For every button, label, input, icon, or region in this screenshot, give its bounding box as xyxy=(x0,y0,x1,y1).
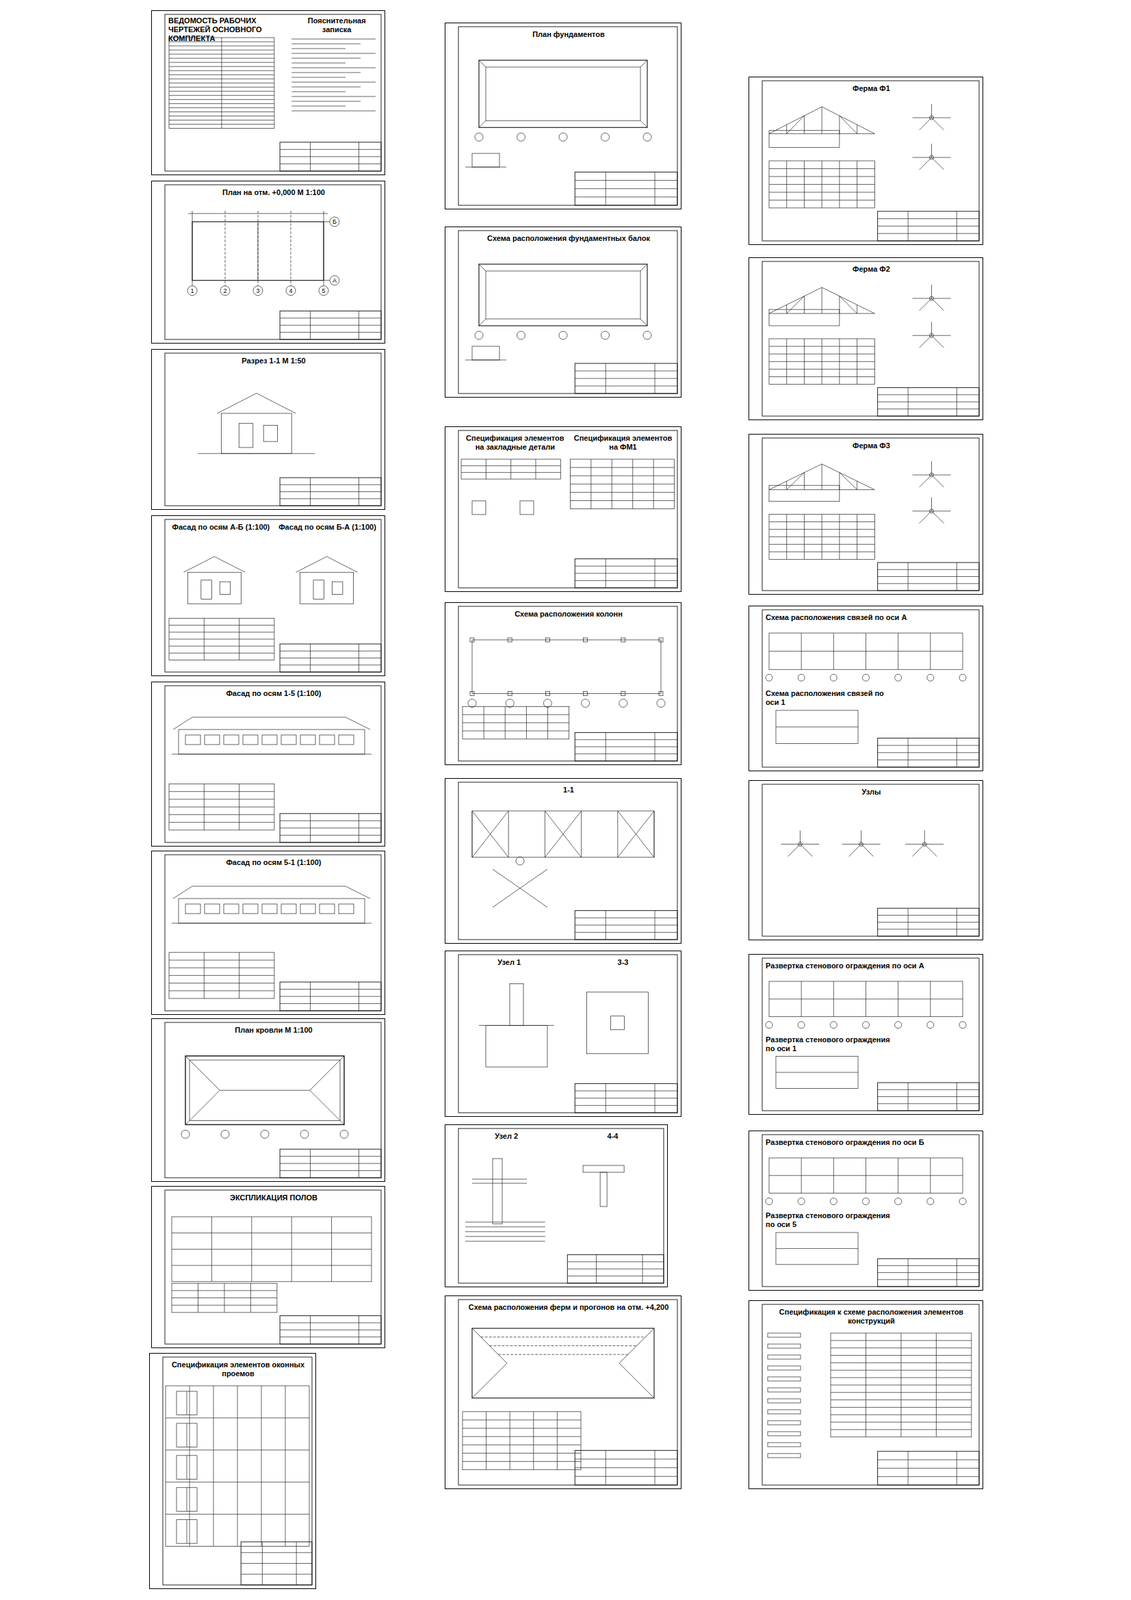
drawing-sheet: Ферма Ф3 xyxy=(748,433,984,595)
drawing-sheet: Развертка стенового ограждения по оси А Р… xyxy=(748,953,984,1115)
sheet-title: Спецификация элементов на закладные дета… xyxy=(461,433,569,452)
sheet-drawing xyxy=(762,957,980,1111)
drawing-sheet: ВЕДОМОСТЬ РАБОЧИХ ЧЕРТЕЖЕЙ ОСНОВНОГО КОМ… xyxy=(151,10,386,176)
drawing-sheet: Ферма Ф2 xyxy=(748,257,984,421)
sheet-title: Схема расположения ферм и прогонов на от… xyxy=(461,1302,676,1312)
sheet-drawing xyxy=(164,1189,382,1344)
sheet-drawing xyxy=(164,854,382,1011)
sheet-title: Схема расположения колонн xyxy=(461,609,676,619)
axis-mark: А xyxy=(329,275,340,286)
drawing-sheet: Разрез 1-1 М 1:50 xyxy=(151,348,386,510)
axis-mark: 3 xyxy=(253,286,263,296)
sheet-title: Развертка стенового ограждения по оси 5 xyxy=(765,1211,895,1229)
sheet-title: Схема расположения связей по оси А xyxy=(765,613,978,622)
drawing-sheet: Узлы xyxy=(748,780,984,941)
sheet-title: Узлы xyxy=(765,787,978,797)
sheet-drawing xyxy=(162,1356,312,1585)
drawing-sheet: Развертка стенового ограждения по оси Б Р… xyxy=(748,1130,984,1291)
sheet-title: План фундаментов xyxy=(461,30,676,39)
drawing-sheet: Ферма Ф1 xyxy=(748,76,984,245)
sheet-drawing xyxy=(762,609,980,767)
sheet-title: Ферма Ф1 xyxy=(765,84,978,94)
sheet-title: Ферма Ф2 xyxy=(765,264,978,274)
sheet-title: Пояснительная записка xyxy=(292,16,382,35)
sheet-title: ЭКСПЛИКАЦИЯ ПОЛОВ xyxy=(168,1193,380,1203)
sheet-title: Развертка стенового ограждения по оси А xyxy=(765,961,978,971)
sheet-title: Спецификация к схеме расположения элемен… xyxy=(765,1307,978,1326)
drawing-sheet: Схема расположения фундаментных балок xyxy=(444,226,682,398)
sheet-drawing xyxy=(458,230,678,394)
drawing-sheet: Спецификация к схеме расположения элемен… xyxy=(748,1300,984,1489)
sheet-title: 4-4 xyxy=(567,1131,657,1141)
sheet-title: Разрез 1-1 М 1:50 xyxy=(168,356,380,366)
sheet-title: Развертка стенового ограждения по оси 1 xyxy=(765,1035,895,1053)
drawing-sheet: Спецификация элементов оконных проемов xyxy=(149,1352,317,1589)
axis-mark: 5 xyxy=(318,286,329,296)
sheet-title: Схема расположения связей по оси 1 xyxy=(765,689,895,707)
sheet-title: Фасад по осям Б-А (1:100) xyxy=(275,522,379,532)
sheet-title: План на отм. +0,000 М 1:100 xyxy=(168,188,380,198)
sheet-title: Фасад по осям 1-5 (1:100) xyxy=(168,689,380,698)
sheet-title: ВЕДОМОСТЬ РАБОЧИХ ЧЕРТЕЖЕЙ ОСНОВНОГО КОМ… xyxy=(168,16,280,44)
sheet-title: Ферма Ф3 xyxy=(765,441,978,451)
sheet-title: Спецификация элементов оконных проемов xyxy=(166,1360,310,1378)
axis-mark: Б xyxy=(329,216,340,227)
sheet-drawing xyxy=(164,14,382,172)
drawing-sheet: Узел 1 3-3 xyxy=(444,950,682,1117)
sheet-drawing xyxy=(458,1299,678,1485)
sheet-title: Спецификация элементов на ФМ1 xyxy=(570,433,675,452)
sheet-drawing xyxy=(458,954,678,1113)
drawing-sheet: Фасад по осям 5-1 (1:100) xyxy=(151,850,386,1015)
sheet-drawing xyxy=(762,437,980,591)
drawing-sheet: Фасад по осям 1-5 (1:100) xyxy=(151,681,386,847)
drawing-sheet: Узел 2 4-4 xyxy=(444,1124,668,1287)
sheet-drawing xyxy=(164,353,382,506)
sheet-drawing xyxy=(164,685,382,843)
sheet-drawing xyxy=(164,184,382,340)
sheet-title: План кровли М 1:100 xyxy=(168,1025,380,1035)
sheet-drawing xyxy=(458,606,678,761)
drawing-sheet: Схема расположения ферм и прогонов на от… xyxy=(444,1295,682,1489)
sheet-drawing xyxy=(458,1128,664,1283)
drawing-sheet: План кровли М 1:100 xyxy=(151,1018,386,1182)
sheet-title: 3-3 xyxy=(575,957,670,967)
sheet-drawing xyxy=(458,26,678,206)
axis-mark: 4 xyxy=(286,286,296,296)
drawing-sheet: Спецификация элементов на закладные дета… xyxy=(444,426,682,592)
sheet-drawing xyxy=(458,430,678,588)
sheet-title: 1-1 xyxy=(461,785,676,795)
sheet-title: Узел 1 xyxy=(461,957,557,967)
sheet-drawing xyxy=(762,1304,980,1485)
drawing-sheet: Схема расположения колонн xyxy=(444,602,682,765)
sheet-drawing xyxy=(762,784,980,936)
sheet-drawing xyxy=(458,782,678,940)
sheet-title: Развертка стенового ограждения по оси Б xyxy=(765,1137,978,1147)
drawing-sheet: План на отм. +0,000 М 1:100 xyxy=(151,180,386,344)
axis-mark: 1 xyxy=(187,286,198,296)
drawing-sheet: План фундаментов xyxy=(444,22,682,210)
sheet-drawing xyxy=(762,1134,980,1287)
axis-mark: 2 xyxy=(220,286,230,296)
drawing-sheet: Фасад по осям А-Б (1:100)Фасад по осям Б… xyxy=(151,515,386,676)
sheet-title: Фасад по осям А-Б (1:100) xyxy=(168,522,274,532)
sheet-drawing xyxy=(164,519,382,672)
sheet-drawing xyxy=(164,1022,382,1178)
sheet-drawing xyxy=(762,261,980,416)
sheet-title: Фасад по осям 5-1 (1:100) xyxy=(168,858,380,867)
drawing-sheet: 1-1 xyxy=(444,777,682,944)
drawing-sheet: ЭКСПЛИКАЦИЯ ПОЛОВ xyxy=(151,1185,386,1348)
sheet-title: Схема расположения фундаментных балок xyxy=(461,234,676,243)
sheet-drawing xyxy=(762,80,980,241)
sheet-title: Узел 2 xyxy=(461,1131,551,1141)
drawing-sheet: Схема расположения связей по оси А Схема … xyxy=(748,605,984,772)
